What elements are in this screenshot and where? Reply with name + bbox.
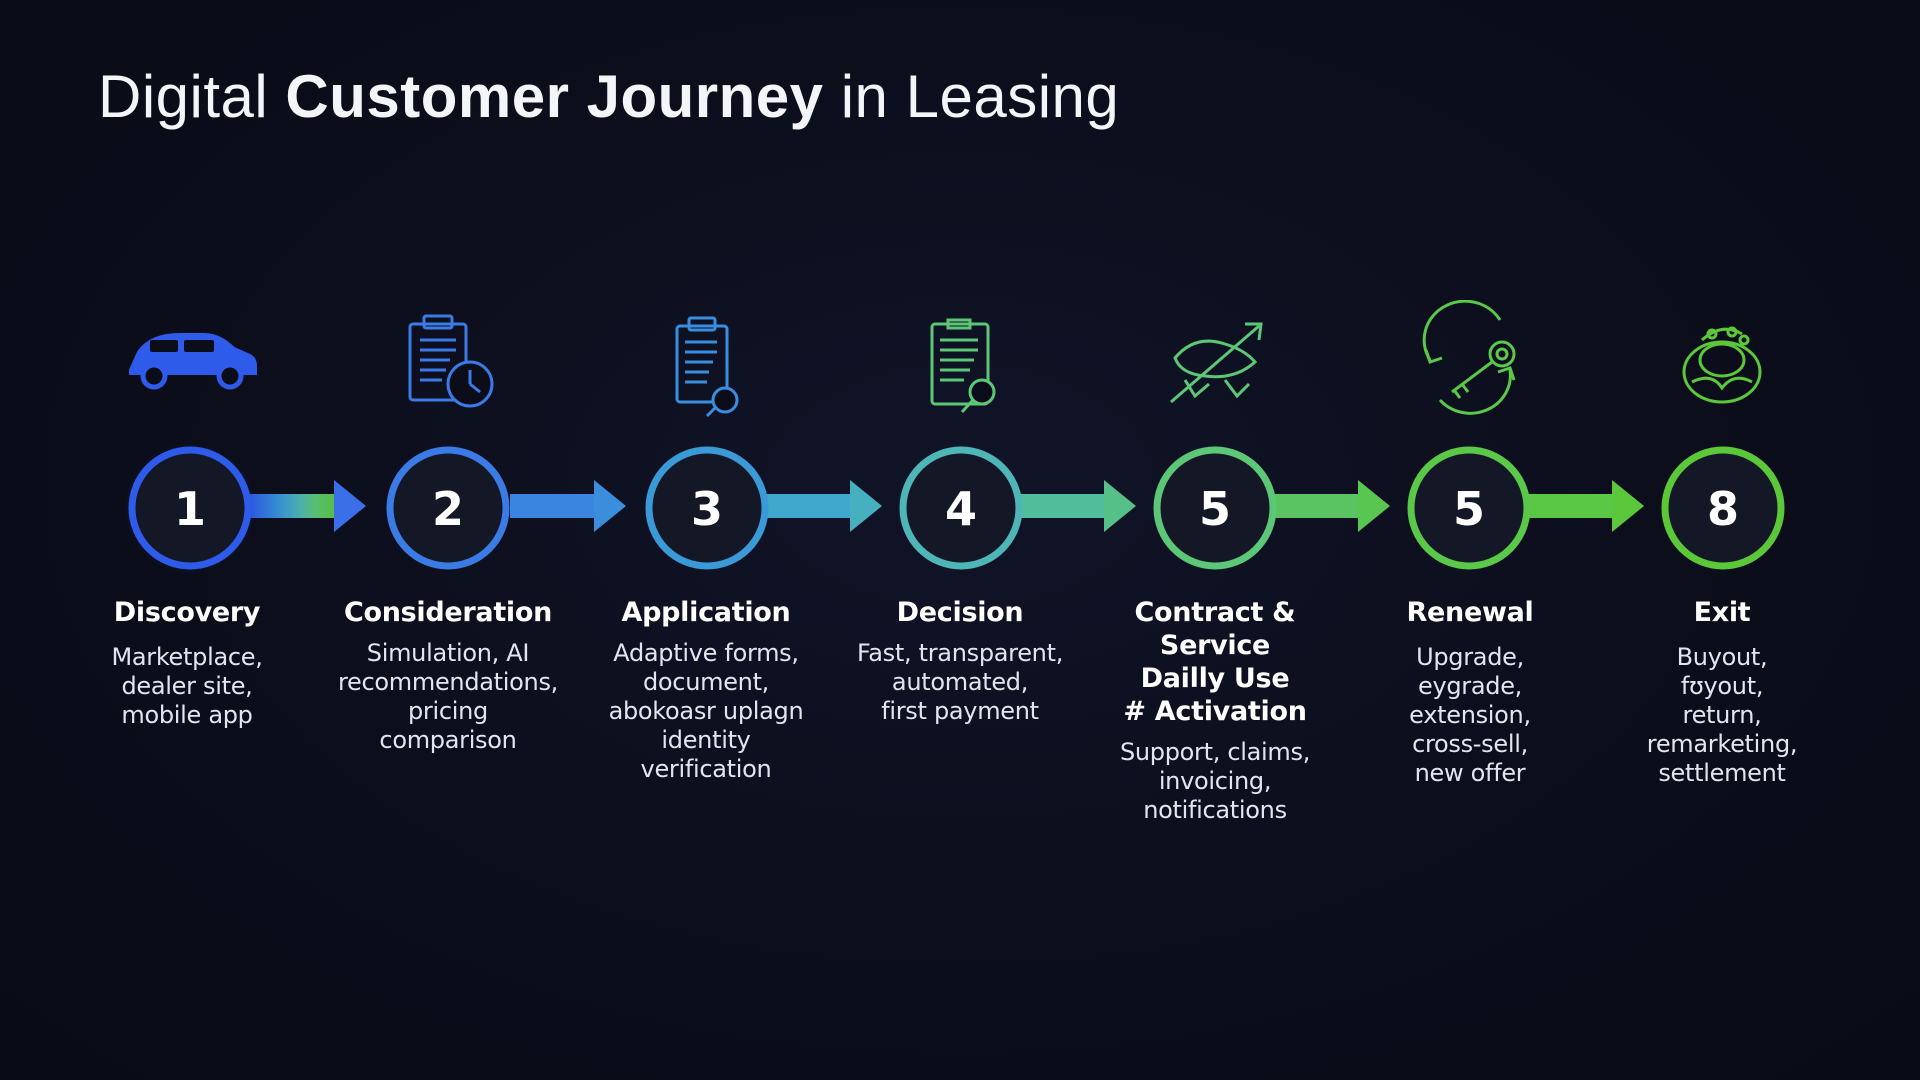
desc-line: remarketing,	[1646, 730, 1798, 758]
step-number-5: 5	[1199, 482, 1231, 536]
step-desc-7: Buyout, fʊyout, return, remarketing, set…	[1597, 643, 1847, 788]
key-cycle-icon	[1422, 300, 1516, 415]
step-number-4: 4	[945, 482, 977, 536]
step-number-7: 8	[1707, 482, 1739, 536]
step-desc-4: Fast, transparent, automated, first paym…	[825, 639, 1095, 726]
title-part-3: in Leasing	[840, 63, 1120, 130]
step-title-2: Consideration	[343, 597, 553, 628]
journey-flow-graphic: 1 2 3 4 5 5 8	[128, 300, 1785, 570]
desc-line: Upgrade,	[1416, 643, 1524, 671]
desc-line: abokoasr uplagn	[608, 697, 804, 725]
step-number-6: 5	[1453, 482, 1485, 536]
step-label-1: Discovery Marketplace, dealer site, mobi…	[62, 596, 312, 730]
step-title-3: Application	[621, 597, 791, 628]
desc-line: verification	[640, 755, 772, 783]
desc-line: document,	[642, 668, 770, 696]
arrow-3-4	[765, 480, 882, 532]
page-title: Digital Customer Journey in Leasing	[98, 62, 1119, 131]
desc-line: fʊyout,	[1680, 672, 1764, 700]
step-label-7: Exit Buyout, fʊyout, return, remarketing…	[1597, 596, 1847, 788]
step-title-7: Exit	[1693, 597, 1751, 628]
step-label-5: Contract & Service Dailly Use # Activati…	[1080, 596, 1350, 825]
step-desc-5: Support, claims, invoicing, notification…	[1080, 738, 1350, 825]
step-title-1: Discovery	[113, 597, 261, 628]
arrow-2-3	[510, 480, 626, 532]
step-title-4: Decision	[896, 597, 1024, 628]
desc-line: Support, claims,	[1119, 738, 1311, 766]
step-number-1: 1	[174, 482, 206, 536]
desc-line: Fast, transparent,	[856, 639, 1064, 667]
desc-line: new offer	[1414, 759, 1526, 787]
desc-line: Marketplace,	[111, 643, 263, 671]
arrow-5-6	[1274, 480, 1390, 532]
step-circle-6	[1407, 446, 1531, 570]
step-title-5b: Dailly Use	[1140, 663, 1290, 694]
step-number-2: 2	[432, 482, 464, 536]
clipboard-search-icon	[675, 316, 739, 418]
car-icon	[129, 333, 257, 390]
desc-line: automated,	[891, 668, 1029, 696]
step-title-6: Renewal	[1406, 597, 1534, 628]
desc-line: cross-sell,	[1412, 730, 1528, 758]
step-number-3: 3	[691, 482, 723, 536]
desc-line: Buyout,	[1676, 643, 1768, 671]
step-title-5c: # Activation	[1123, 696, 1307, 727]
step-circle-3	[645, 446, 769, 570]
step-label-2: Consideration Simulation, AI recommendat…	[313, 596, 583, 755]
desc-line: Adaptive forms,	[613, 639, 799, 667]
journey-flow: 1 2 3 4 5 5 8	[0, 300, 1920, 600]
desc-line: eygrade,	[1417, 672, 1522, 700]
contract-arrow-icon	[1170, 322, 1263, 404]
desc-line: mobile app	[121, 701, 253, 729]
document-magnifier-icon	[930, 318, 996, 414]
arrow-6-7	[1528, 480, 1644, 532]
step-circle-5	[1153, 446, 1277, 570]
arrow-1-2	[250, 480, 366, 532]
desc-line: invoicing,	[1158, 767, 1272, 795]
desc-line: settlement	[1658, 759, 1786, 787]
step-title-5: Contract & Service	[1134, 597, 1296, 661]
desc-line: comparison	[379, 726, 517, 754]
desc-line: extension,	[1409, 701, 1531, 729]
step-desc-3: Adaptive forms, document, abokoasr uplag…	[571, 639, 841, 784]
step-circle-7	[1661, 446, 1785, 570]
desc-line: return,	[1682, 701, 1762, 729]
desc-line: pricing	[408, 697, 488, 725]
clipboard-clock-icon	[408, 314, 494, 408]
desc-line: dealer site,	[121, 672, 253, 700]
step-label-4: Decision Fast, transparent, automated, f…	[825, 596, 1095, 726]
step-circle-2	[386, 446, 510, 570]
step-circle-1	[128, 446, 252, 570]
desc-line: notifications	[1143, 796, 1287, 824]
desc-line: Simulation, AI	[366, 639, 530, 667]
arrow-4-5	[1020, 480, 1136, 532]
title-part-1: Digital	[98, 63, 269, 130]
step-labels: Discovery Marketplace, dealer site, mobi…	[0, 596, 1920, 824]
handshake-cycle-icon	[1682, 326, 1762, 404]
step-label-3: Application Adaptive forms, document, ab…	[571, 596, 841, 784]
desc-line: recommendations,	[338, 668, 558, 696]
step-desc-1: Marketplace, dealer site, mobile app	[62, 643, 312, 730]
title-part-2: Customer Journey	[285, 63, 824, 130]
step-desc-6: Upgrade, eygrade, extension, cross-sell,…	[1345, 643, 1595, 788]
desc-line: first payment	[881, 697, 1039, 725]
step-desc-2: Simulation, AI recommendations, pricing …	[313, 639, 583, 755]
step-circle-4	[899, 446, 1023, 570]
step-label-6: Renewal Upgrade, eygrade, extension, cro…	[1345, 596, 1595, 788]
desc-line: identity	[661, 726, 751, 754]
